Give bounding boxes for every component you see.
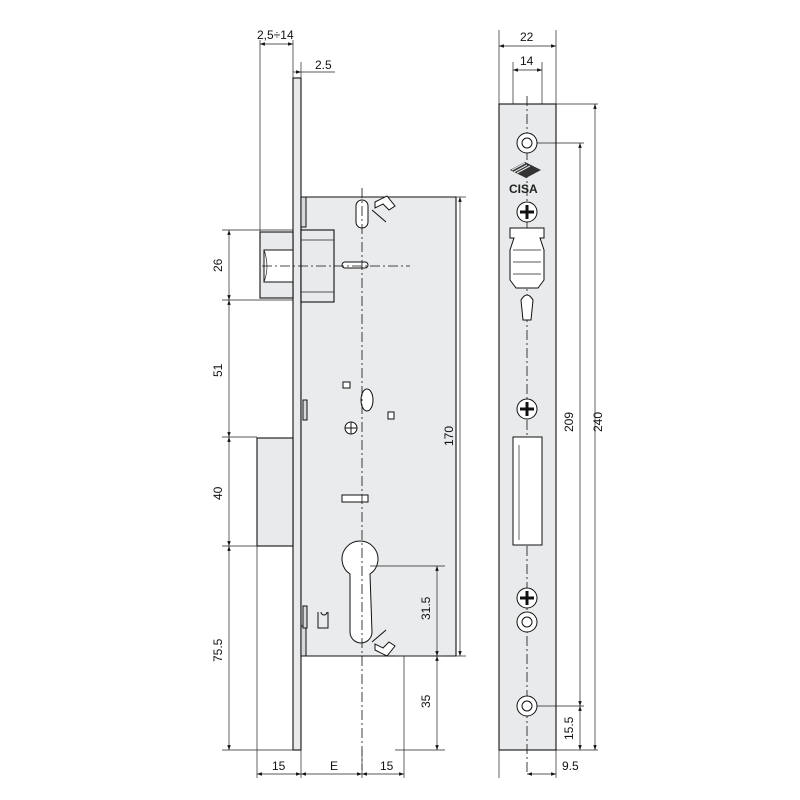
logo-text: CISA bbox=[509, 182, 538, 196]
lock-case bbox=[300, 195, 457, 657]
latch-window bbox=[509, 227, 545, 321]
left-view: 2,5÷14 2.5 26 51 40 75.5 170 31.5 35 15 … bbox=[211, 28, 466, 778]
lower-mount-hole bbox=[516, 611, 538, 633]
dim-inner-width: 14 bbox=[520, 54, 534, 68]
bolt-slot bbox=[512, 436, 543, 546]
cisa-logo: CISA bbox=[509, 162, 541, 196]
dim-bolt-height: 40 bbox=[211, 486, 225, 500]
bottom-mount-hole bbox=[516, 695, 538, 717]
dim-bolt-to-bottom: 75.5 bbox=[211, 638, 225, 662]
dim-hole-bottom: 15.5 bbox=[562, 716, 576, 740]
dim-backset-range: 2,5÷14 bbox=[257, 28, 294, 42]
dim-bottom-left: 15 bbox=[272, 759, 286, 773]
dim-faceplate-thickness: 2.5 bbox=[315, 58, 332, 72]
top-mount-hole bbox=[516, 132, 538, 154]
dead-bolt bbox=[256, 437, 294, 547]
front-plate bbox=[498, 103, 557, 751]
screw-top bbox=[516, 201, 538, 223]
dim-cylinder-to-bottom: 35 bbox=[419, 694, 433, 708]
dim-plate-width: 22 bbox=[520, 30, 534, 44]
dim-bottom-right: 15 bbox=[380, 759, 394, 773]
cylinder-cutout bbox=[341, 540, 379, 644]
dim-latch-to-bolt: 51 bbox=[211, 363, 225, 377]
dim-hole-spacing: 209 bbox=[562, 412, 576, 432]
dim-hole-offset: 9.5 bbox=[562, 759, 579, 773]
dim-case-height: 170 bbox=[442, 426, 456, 446]
right-view: CISA bbox=[498, 30, 605, 778]
dim-latch-height: 26 bbox=[211, 258, 225, 272]
latch-bolt bbox=[259, 229, 335, 303]
screw-middle bbox=[516, 398, 538, 420]
dim-bottom-mid: E bbox=[330, 759, 338, 773]
dim-plate-height: 240 bbox=[591, 412, 605, 432]
faceplate bbox=[292, 77, 302, 751]
dim-cylinder-offset: 31.5 bbox=[419, 596, 433, 620]
screw-lower bbox=[516, 587, 538, 609]
